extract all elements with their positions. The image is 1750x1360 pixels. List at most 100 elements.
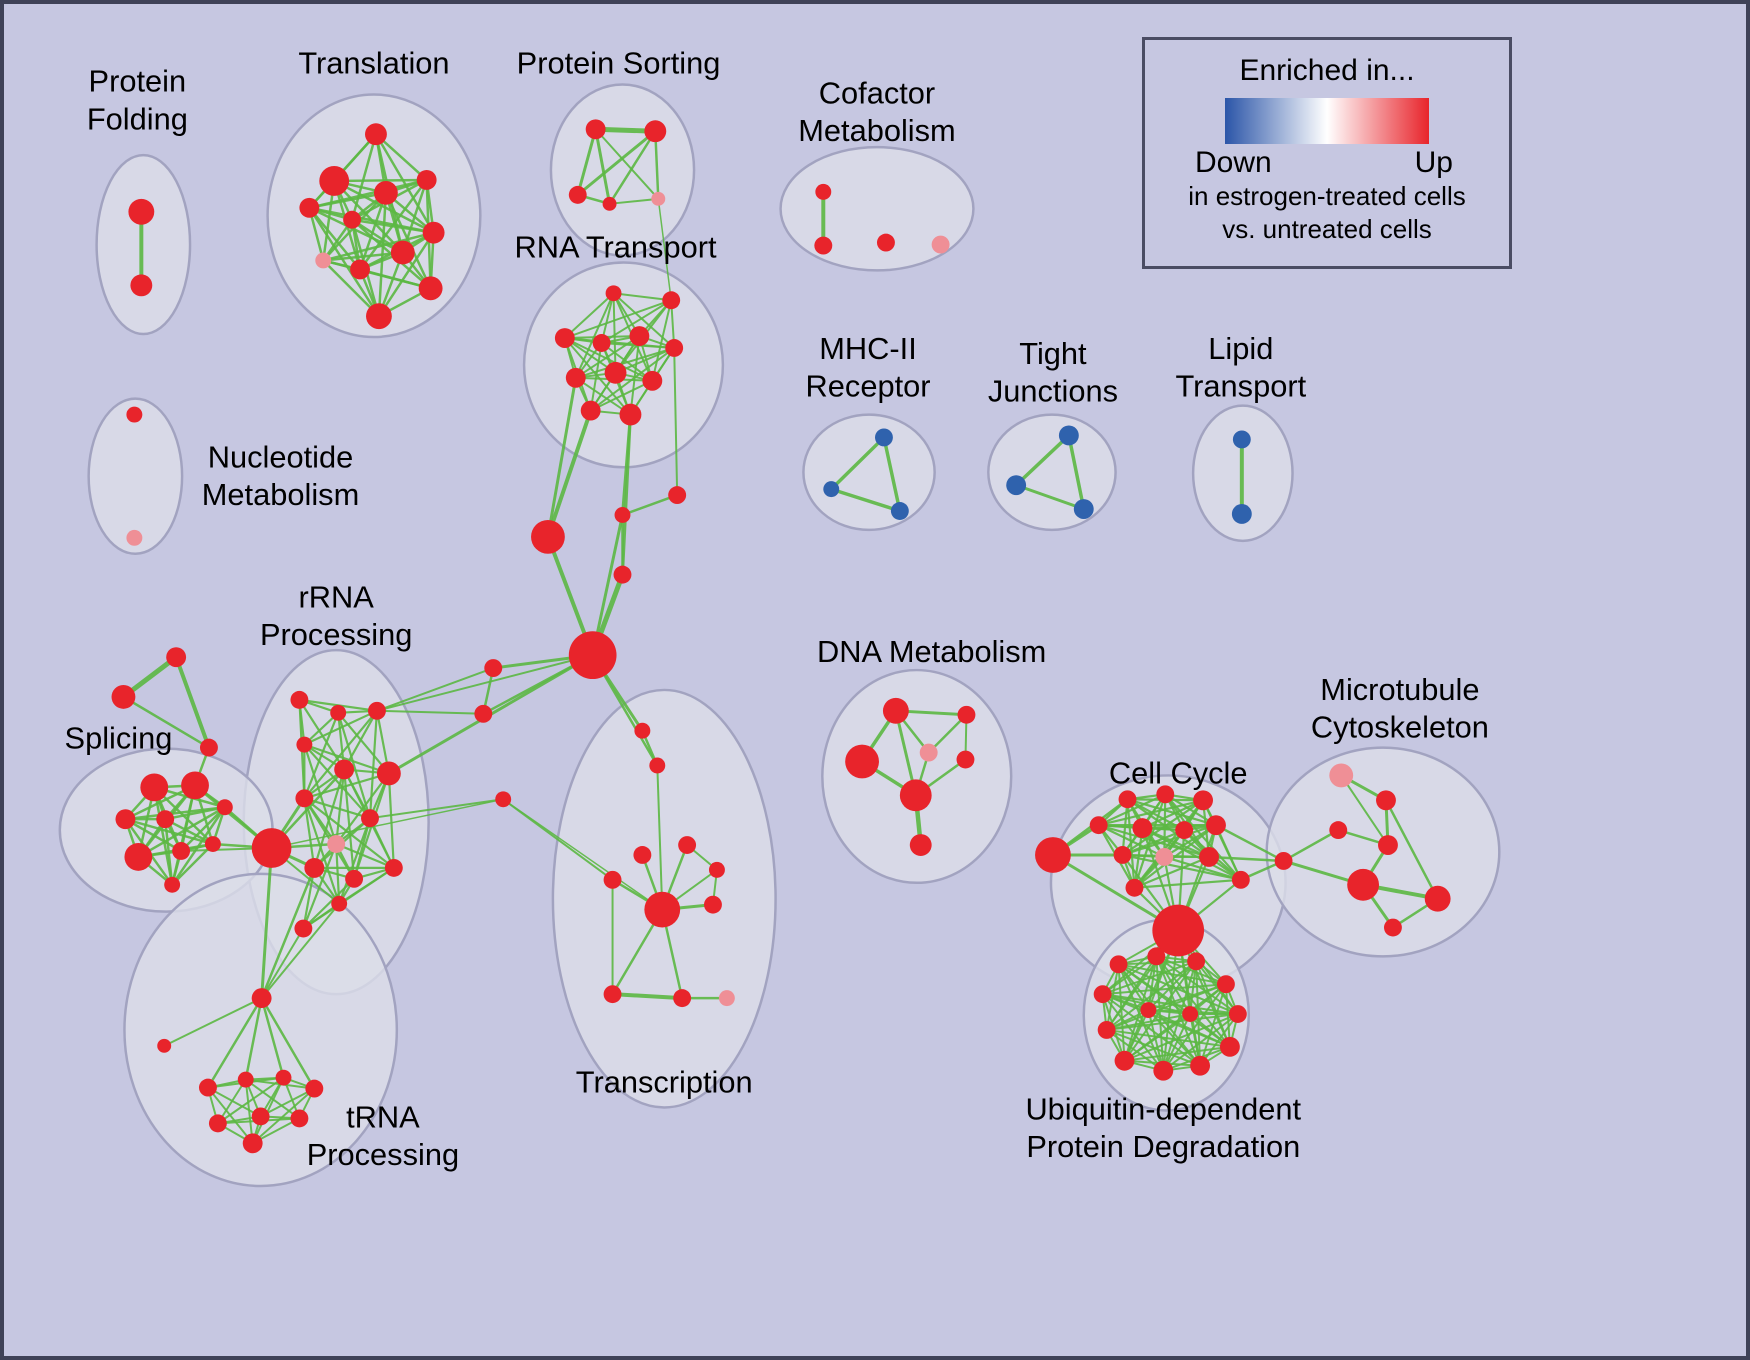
gene-set-node-CCH[interactable] (1152, 904, 1205, 957)
gene-set-node-HUB1[interactable] (251, 828, 292, 868)
gene-set-node-CC4[interactable] (1089, 816, 1108, 835)
gene-set-node-CC1[interactable] (1118, 790, 1137, 809)
gene-set-node-MH1[interactable] (875, 428, 893, 447)
gene-set-node-T5[interactable] (343, 210, 362, 229)
gene-set-node-RT5[interactable] (629, 326, 650, 346)
gene-set-node-TR0[interactable] (251, 988, 272, 1009)
gene-set-node-RT9[interactable] (642, 370, 663, 391)
gene-set-node-TRb[interactable] (237, 1071, 254, 1088)
gene-set-node-CC7[interactable] (1206, 815, 1226, 836)
gene-set-node-RR11[interactable] (345, 869, 364, 888)
gene-set-node-DM2[interactable] (957, 705, 976, 724)
gene-set-node-TRf[interactable] (251, 1107, 270, 1126)
gene-set-node-T3[interactable] (299, 197, 320, 218)
gene-set-node-TC3[interactable] (678, 836, 697, 854)
gene-set-node-U7[interactable] (1097, 1020, 1116, 1039)
gene-set-node-U10[interactable] (1153, 1060, 1174, 1081)
gene-set-node-TRh[interactable] (242, 1133, 263, 1154)
gene-set-node-TC5[interactable] (603, 870, 622, 889)
gene-set-node-U3[interactable] (1187, 952, 1206, 971)
gene-set-node-SP6[interactable] (124, 843, 153, 871)
gene-set-node-MC7[interactable] (1424, 885, 1451, 912)
gene-set-node-RT10[interactable] (580, 400, 601, 421)
gene-set-node-U12[interactable] (1140, 1002, 1157, 1018)
gene-set-node-CC5[interactable] (1132, 818, 1153, 839)
gene-set-node-DM6[interactable] (899, 779, 932, 812)
gene-set-node-U5[interactable] (1093, 985, 1112, 1004)
gene-set-node-TRa[interactable] (199, 1078, 217, 1097)
gene-set-node-TC7[interactable] (704, 895, 722, 914)
gene-set-node-TRd[interactable] (305, 1079, 324, 1098)
gene-set-node-RR4[interactable] (296, 736, 313, 753)
gene-set-node-TC1[interactable] (634, 722, 651, 739)
gene-set-node-TRg[interactable] (290, 1109, 309, 1128)
gene-set-node-U13[interactable] (1182, 1006, 1199, 1022)
gene-set-node-SP7[interactable] (172, 842, 191, 860)
gene-set-node-RR2[interactable] (330, 704, 347, 721)
gene-set-node-C4[interactable] (613, 565, 632, 584)
gene-set-node-T4[interactable] (373, 180, 398, 205)
gene-set-node-TC6[interactable] (644, 891, 681, 928)
gene-set-node-DM1[interactable] (882, 697, 909, 724)
gene-set-node-TRe[interactable] (208, 1114, 227, 1133)
gene-set-node-RR13[interactable] (331, 895, 348, 912)
gene-set-node-RT11[interactable] (619, 403, 642, 426)
gene-set-node-MC2[interactable] (1376, 790, 1396, 811)
gene-set-node-TRc[interactable] (275, 1069, 292, 1086)
gene-set-node-RT6[interactable] (665, 339, 684, 357)
gene-set-node-MC8[interactable] (1383, 918, 1402, 937)
gene-set-node-MC1[interactable] (1329, 763, 1354, 788)
gene-set-node-PF1[interactable] (128, 198, 155, 225)
gene-set-node-MC4[interactable] (1378, 835, 1398, 855)
gene-set-node-U2[interactable] (1147, 947, 1166, 966)
gene-set-node-TC11[interactable] (718, 990, 735, 1007)
gene-set-node-CM1[interactable] (815, 183, 832, 200)
gene-set-node-SP9[interactable] (164, 876, 181, 893)
gene-set-node-MC3[interactable] (1329, 821, 1348, 840)
gene-set-node-NM1[interactable] (126, 406, 143, 423)
gene-set-node-LT2[interactable] (1231, 504, 1252, 524)
gene-set-node-RR5[interactable] (334, 759, 355, 780)
gene-set-node-TJ1[interactable] (1058, 425, 1079, 446)
gene-set-node-PS4[interactable] (602, 196, 617, 211)
gene-set-node-CCL[interactable] (1035, 837, 1071, 873)
gene-set-node-RT1[interactable] (605, 285, 622, 302)
gene-set-node-SP4[interactable] (156, 810, 175, 829)
gene-set-node-CM4[interactable] (931, 235, 950, 254)
gene-set-node-X1[interactable] (166, 647, 187, 668)
gene-set-node-RR1[interactable] (290, 690, 309, 709)
gene-set-node-C5[interactable] (484, 659, 503, 678)
gene-set-node-DM3[interactable] (845, 744, 879, 779)
gene-set-node-CC6[interactable] (1175, 821, 1194, 840)
gene-set-node-RT7[interactable] (565, 367, 586, 388)
gene-set-node-TC8[interactable] (708, 861, 725, 878)
gene-set-node-C6[interactable] (474, 704, 493, 723)
gene-set-node-RT4[interactable] (592, 334, 611, 352)
gene-set-node-RT8[interactable] (604, 361, 627, 384)
gene-set-node-CC10[interactable] (1199, 847, 1219, 867)
gene-set-node-DM4[interactable] (919, 743, 938, 762)
gene-set-node-TJ2[interactable] (1006, 475, 1027, 496)
gene-set-node-T12[interactable] (366, 303, 392, 330)
gene-set-node-U6[interactable] (1228, 1005, 1247, 1023)
gene-set-node-U11[interactable] (1190, 1055, 1211, 1076)
gene-set-node-TC9[interactable] (603, 985, 622, 1004)
gene-set-node-CC3[interactable] (1193, 790, 1213, 811)
gene-set-node-TC2[interactable] (649, 757, 666, 774)
gene-set-node-CC8[interactable] (1113, 846, 1132, 864)
gene-set-node-TRL[interactable] (157, 1038, 172, 1053)
gene-set-node-C7[interactable] (495, 791, 512, 808)
gene-set-node-U4[interactable] (1216, 975, 1235, 994)
gene-set-node-DM5[interactable] (956, 750, 975, 769)
gene-set-node-SP5[interactable] (216, 799, 233, 816)
gene-set-node-PS2[interactable] (644, 120, 667, 143)
gene-set-node-T9[interactable] (350, 259, 370, 280)
gene-set-node-BH[interactable] (568, 631, 617, 680)
gene-set-node-U8[interactable] (1219, 1036, 1240, 1057)
gene-set-node-RR10[interactable] (304, 857, 325, 878)
gene-set-node-X2[interactable] (111, 684, 136, 709)
gene-set-node-T11[interactable] (418, 276, 443, 301)
gene-set-node-T6[interactable] (416, 170, 437, 190)
gene-set-node-CC9[interactable] (1155, 848, 1174, 866)
gene-set-node-T7[interactable] (422, 221, 445, 244)
